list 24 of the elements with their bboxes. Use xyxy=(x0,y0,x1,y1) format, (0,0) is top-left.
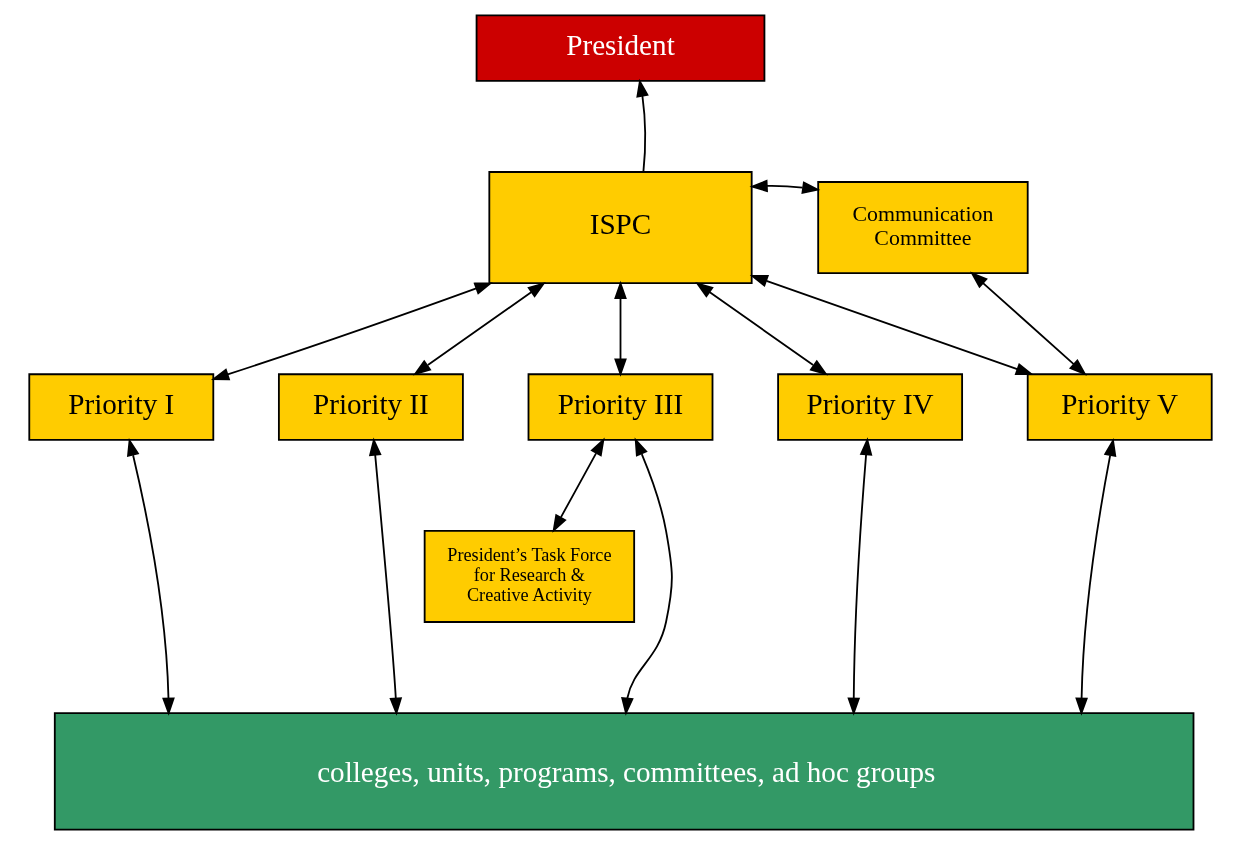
arrow xyxy=(969,271,1087,376)
arrow xyxy=(1074,437,1116,716)
arrow xyxy=(368,437,402,716)
node-box: Priority I xyxy=(27,373,214,441)
arrow xyxy=(635,78,649,173)
node-box: President xyxy=(475,14,765,82)
node-box: Priority III xyxy=(527,373,713,441)
node-box: President’s Task Force for Research & Creative Activity xyxy=(423,530,635,623)
node-box: Priority V xyxy=(1026,373,1213,441)
node-box: Priority IV xyxy=(776,373,963,441)
arrow xyxy=(412,281,546,376)
node-box: ISPC xyxy=(487,171,753,285)
node-box: Priority II xyxy=(277,373,464,441)
arrow xyxy=(749,274,1034,375)
arrow xyxy=(613,280,627,377)
arrow xyxy=(694,281,828,376)
arrow xyxy=(846,437,872,716)
arrow xyxy=(126,437,175,716)
arrow xyxy=(551,437,605,533)
node-box: colleges, units, programs, committees, ad hoc groups xyxy=(53,712,1194,831)
arrow xyxy=(748,179,820,194)
arrow xyxy=(620,437,673,716)
arrow xyxy=(210,282,493,381)
node-box: Communication Committee xyxy=(816,181,1029,274)
